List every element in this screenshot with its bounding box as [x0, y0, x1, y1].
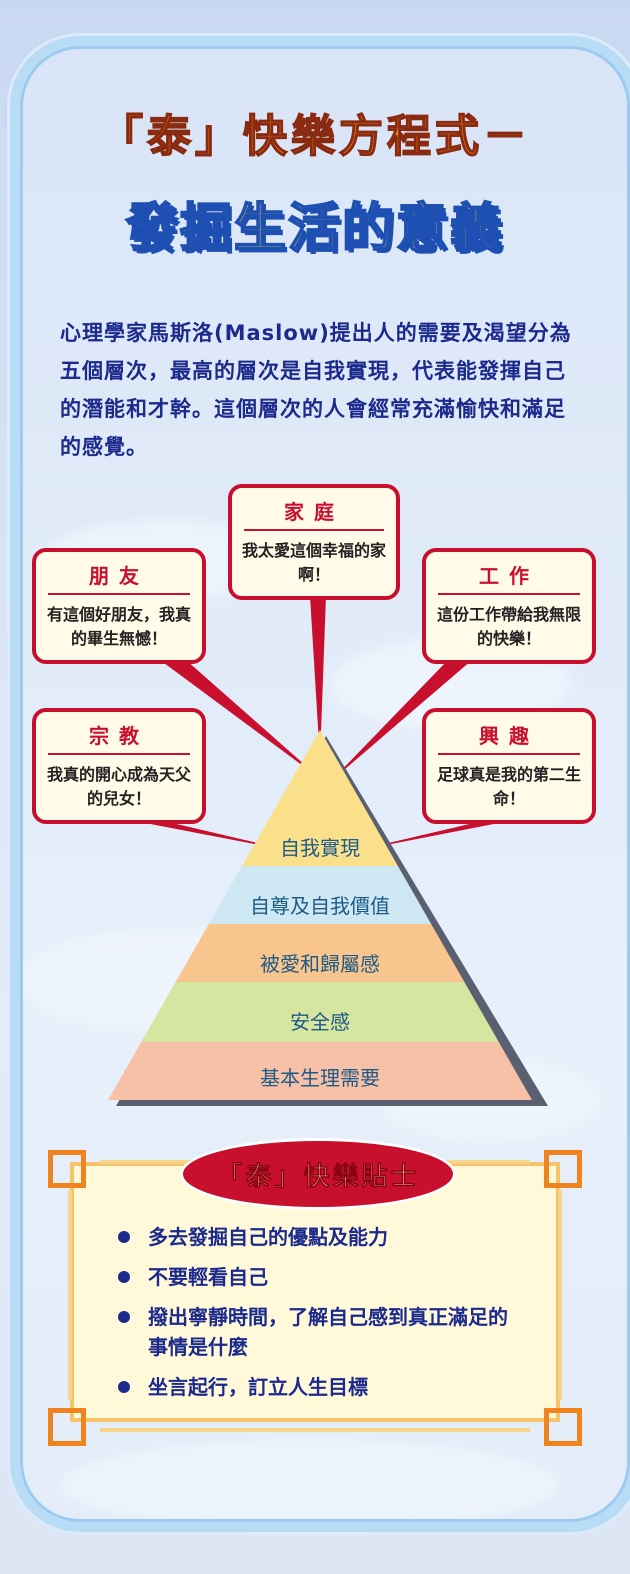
bubble-religion-head: 宗教 [48, 720, 190, 755]
tip-text: 多去發掘自己的優點及能力 [148, 1225, 388, 1249]
tip-text: 不要輕看自己 [148, 1265, 268, 1289]
tips-border-line [68, 1190, 72, 1400]
title-line-2: 發掘生活的意義 [125, 198, 504, 260]
tips-border-line [100, 1428, 530, 1432]
bubble-family: 家庭 我太愛這個幸福的家啊！ [228, 484, 400, 600]
bubble-interest-body: 足球真是我的第二生命！ [436, 765, 581, 808]
tips-corner-tr [544, 1150, 582, 1188]
cloud [60, 1440, 560, 1530]
tip-item: 多去發掘自己的優點及能力 [118, 1222, 558, 1252]
tips-title: 「泰」快樂貼士 [180, 1138, 456, 1210]
bubble-friends: 朋友 有這個好朋友，我真的畢生無憾！ [32, 548, 206, 664]
bubble-interest: 興趣 足球真是我的第二生命！ [422, 708, 596, 824]
tips-corner-bl [48, 1408, 86, 1446]
bubble-family-body: 我太愛這個幸福的家啊！ [241, 541, 386, 584]
pointer-family [310, 596, 326, 760]
intro-paragraph: 心理學家馬斯洛(Maslow)提出人的需要及渴望分為五個層次，最高的層次是自我實… [60, 321, 572, 459]
bullet-icon [118, 1271, 130, 1283]
bubble-work-head: 工作 [438, 560, 580, 595]
pyramid-level-2: 自尊及自我價值 [250, 894, 390, 918]
tips-corner-br [544, 1408, 582, 1446]
bubble-religion-body: 我真的開心成為天父的兒女！ [46, 765, 191, 808]
tips-border-line [558, 1190, 562, 1400]
tip-text: 撥出寧靜時間，了解自己感到真正滿足的事情是什麼 [148, 1305, 508, 1359]
pointer-work [330, 660, 472, 782]
bubble-family-head: 家庭 [244, 496, 384, 531]
tip-text: 坐言起行，訂立人生目標 [148, 1375, 368, 1399]
pyramid-level-5: 基本生理需要 [260, 1066, 380, 1090]
pyramid-level-3: 被愛和歸屬感 [260, 952, 380, 976]
pointer-friends [160, 660, 322, 780]
pyramid-band [108, 1042, 532, 1100]
bubble-friends-body: 有這個好朋友，我真的畢生無憾！ [46, 605, 191, 648]
title-line-1: 「泰」快樂方程式－ [98, 110, 531, 163]
pyramid-level-4: 安全感 [290, 1010, 350, 1034]
bubble-work-body: 這份工作帶給我無限的快樂！ [436, 605, 581, 648]
bullet-icon [118, 1231, 130, 1243]
bubble-religion: 宗教 我真的開心成為天父的兒女！ [32, 708, 206, 824]
pyramid-band [108, 982, 532, 1042]
bubble-work: 工作 這份工作帶給我無限的快樂！ [422, 548, 596, 664]
bullet-icon [118, 1381, 130, 1393]
bubble-friends-head: 朋友 [48, 560, 190, 595]
bubble-interest-head: 興趣 [438, 720, 580, 755]
tips-list: 多去發掘自己的優點及能力 不要輕看自己 撥出寧靜時間，了解自己感到真正滿足的事情… [118, 1222, 558, 1412]
pyramid-level-1: 自我實現 [280, 836, 360, 860]
tips-corner-tl [48, 1150, 86, 1188]
bullet-icon [118, 1311, 130, 1323]
tip-item: 撥出寧靜時間，了解自己感到真正滿足的事情是什麼 [118, 1302, 518, 1362]
tip-item: 坐言起行，訂立人生目標 [118, 1372, 558, 1402]
tip-item: 不要輕看自己 [118, 1262, 558, 1292]
